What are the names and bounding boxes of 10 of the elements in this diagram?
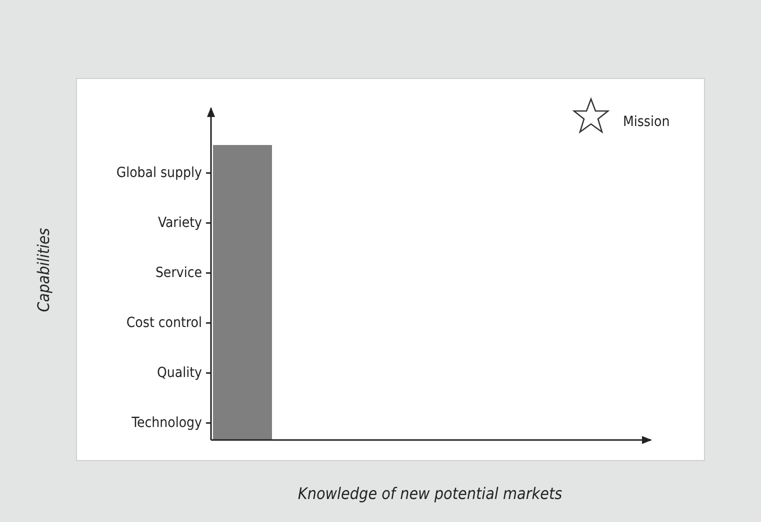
- axis-title: Knowledge of new potential markets: [298, 485, 562, 503]
- axis-tick-label: Technology: [132, 414, 202, 432]
- axis-tick-label: Global supply: [116, 164, 202, 182]
- legend-label: Mission: [623, 113, 670, 131]
- axis-tick-label: Quality: [156, 364, 202, 382]
- bar: [213, 145, 272, 440]
- axis-title: Capabilities: [35, 228, 53, 312]
- axis-tick-label: Service: [155, 264, 202, 282]
- axis-tick-label: Cost control: [126, 314, 202, 332]
- axis-tick-label: Variety: [158, 214, 202, 232]
